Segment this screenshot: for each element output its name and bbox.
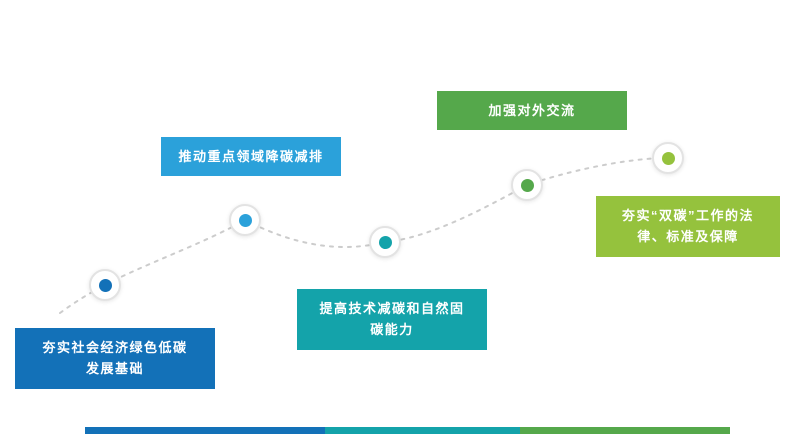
label-line: 推动重点领域降碳减排 <box>178 149 324 164</box>
label-line: 发展基础 <box>85 361 144 377</box>
label-economic-green-foundation: 夯实社会经济绿色低碳 发展基础 <box>15 328 215 389</box>
label-legal-standards-support: 夯实“双碳”工作的法 律、标准及保障 <box>596 196 780 257</box>
label-international-exchange: 加强对外交流 <box>437 91 627 131</box>
label-line: 律、标准及保障 <box>637 229 739 245</box>
label-line: 加强对外交流 <box>488 103 576 118</box>
node-dot-3 <box>378 235 392 249</box>
node-circle-5 <box>652 142 684 174</box>
node-circle-1 <box>89 269 121 301</box>
label-line: 碳能力 <box>370 322 414 338</box>
label-line: 夯实社会经济绿色低碳 <box>42 340 188 355</box>
node-dot-5 <box>661 151 675 165</box>
node-circle-4 <box>511 169 543 201</box>
node-dot-2 <box>238 213 252 227</box>
label-tech-and-natural-carbon: 提高技术减碳和自然固 碳能力 <box>297 289 487 350</box>
node-circle-3 <box>369 226 401 258</box>
node-dot-1 <box>98 278 112 292</box>
label-line: 提高技术减碳和自然固 <box>319 301 465 316</box>
cropped-banner-segment-green <box>520 427 730 434</box>
node-dot-4 <box>520 178 534 192</box>
cropped-banner-segment-teal <box>325 427 520 434</box>
label-line: 夯实“双碳”工作的法 <box>621 208 754 223</box>
label-key-sectors-emission-reduction: 推动重点领域降碳减排 <box>161 137 341 177</box>
node-circle-2 <box>229 204 261 236</box>
cropped-banner-segment-blue <box>85 427 325 434</box>
curve-path <box>59 157 669 314</box>
